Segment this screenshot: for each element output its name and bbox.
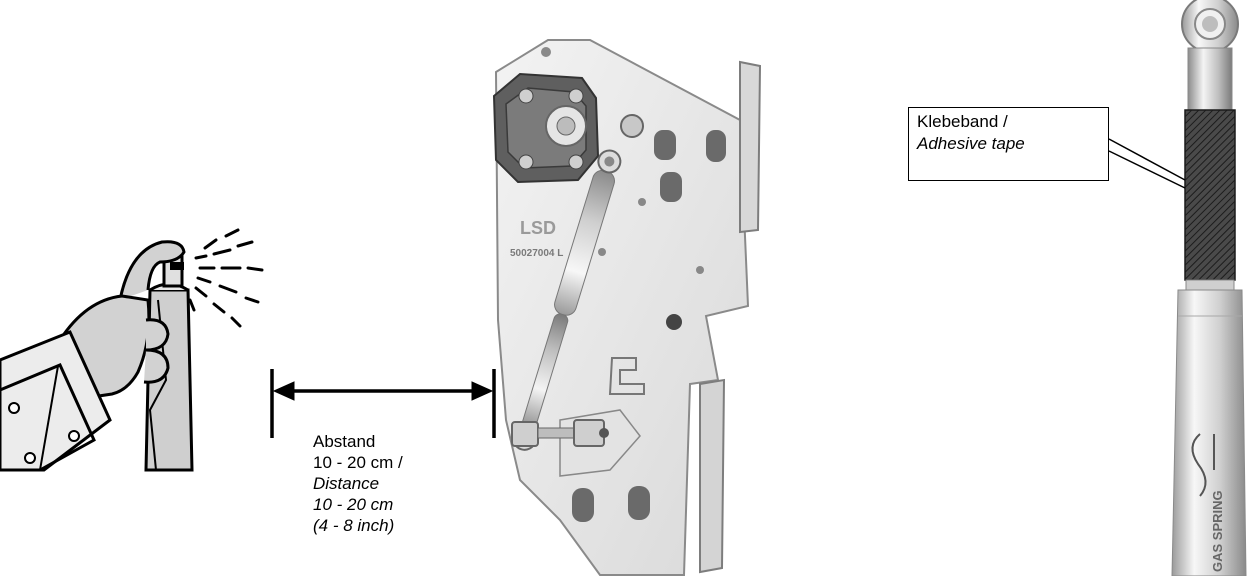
callout-label-de: Klebeband / xyxy=(917,112,1008,131)
spray-can-hand-icon xyxy=(0,228,264,472)
distance-label: Abstand 10 - 20 cm / Distance 10 - 20 cm… xyxy=(313,431,403,536)
adhesive-tape-callout: Klebeband / Adhesive tape xyxy=(908,107,1109,181)
brand-mark: LSD xyxy=(520,218,556,238)
door-hinge-bracket-icon xyxy=(492,39,762,576)
part-number: 50027004 L xyxy=(510,248,563,259)
distance-value-inch: (4 - 8 inch) xyxy=(313,516,395,535)
distance-label-en: Distance xyxy=(313,474,380,493)
gas-spring-text: GAS SPRING xyxy=(1210,490,1225,572)
distance-arrow-icon xyxy=(270,369,496,438)
distance-value-de: 10 - 20 cm / xyxy=(313,453,403,472)
gas-spring-icon xyxy=(1108,0,1247,576)
callout-label-en: Adhesive tape xyxy=(917,134,1025,153)
distance-label-de: Abstand xyxy=(313,432,376,451)
distance-value-en: 10 - 20 cm xyxy=(313,495,394,514)
